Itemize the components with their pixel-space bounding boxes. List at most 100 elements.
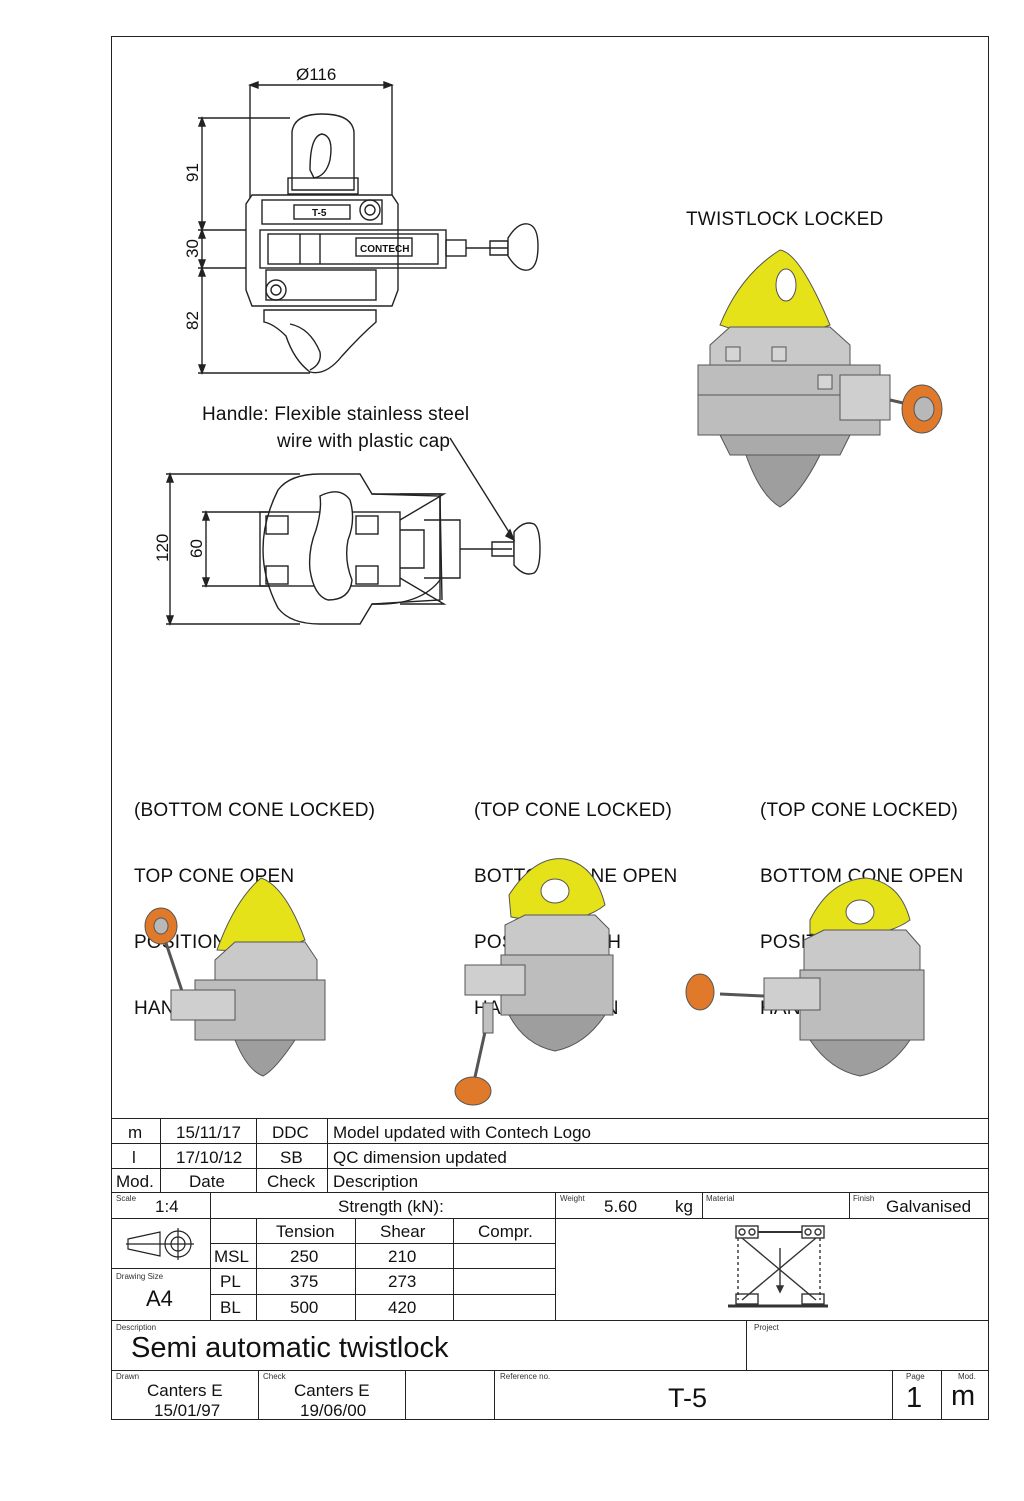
row-msl-shear: 210 — [388, 1247, 417, 1266]
rule — [405, 1370, 406, 1420]
mod-value: m — [951, 1380, 976, 1412]
handle-down-render — [454, 858, 614, 1106]
rev-desc-l: QC dimension updated — [333, 1148, 507, 1167]
row-bl-name: BL — [220, 1298, 241, 1317]
handle-note-line1: Handle: Flexible stainless steel — [202, 404, 470, 425]
rule — [746, 1320, 747, 1370]
front-view-drawing: Ø116 91 30 82 T-5 CONTECH — [183, 65, 539, 375]
rule — [849, 1192, 850, 1218]
rule — [453, 1218, 454, 1320]
rule — [327, 1118, 328, 1192]
rule — [111, 1192, 989, 1193]
rev-header-date: Date — [189, 1172, 225, 1191]
plan-view-drawing: 120 60 — [153, 437, 541, 626]
rule — [210, 1192, 211, 1320]
page-label: Page — [906, 1372, 925, 1381]
rev-date-m: 15/11/17 — [176, 1123, 241, 1142]
rev-mod-l: l — [132, 1148, 136, 1167]
row-pl-name: PL — [220, 1272, 241, 1291]
rule — [256, 1218, 257, 1320]
rule — [210, 1294, 555, 1295]
brand-label: CONTECH — [360, 244, 409, 255]
projection-symbol-icon — [126, 1228, 194, 1260]
scale-value: 1:4 — [155, 1197, 179, 1216]
dim-30: 30 — [183, 239, 202, 258]
rule — [256, 1118, 257, 1192]
weight-value: 5.60 — [604, 1197, 638, 1216]
twistlock-locked-render — [697, 249, 943, 508]
rev-check-l: SB — [280, 1148, 303, 1167]
project-label: Project — [754, 1323, 779, 1332]
mod-label: Mod. — [958, 1372, 976, 1381]
handle-note-line2: wire with plastic cap — [277, 431, 451, 452]
row-pl-tension: 375 — [290, 1272, 319, 1291]
col-compr: Compr. — [478, 1222, 533, 1241]
drawing-sheet — [111, 36, 989, 1420]
rev-header-check: Check — [267, 1172, 316, 1191]
view2-line1: (TOP CONE LOCKED) — [474, 800, 673, 821]
row-msl-tension: 250 — [290, 1247, 319, 1266]
weight-unit: kg — [675, 1197, 693, 1216]
rule — [160, 1118, 161, 1192]
dim-91: 91 — [183, 163, 202, 182]
rule — [111, 1168, 989, 1169]
rule — [111, 1320, 989, 1321]
col-shear: Shear — [380, 1222, 426, 1241]
scale-label: Scale — [116, 1194, 137, 1203]
contech-logo-icon — [728, 1225, 828, 1308]
view1-line2: TOP CONE OPEN — [134, 866, 295, 887]
rule — [941, 1370, 942, 1420]
rev-header-description: Description — [333, 1172, 419, 1191]
rev-header-mod: Mod. — [116, 1172, 154, 1191]
rule — [555, 1192, 556, 1320]
rev-check-m: DDC — [272, 1123, 309, 1142]
page-value: 1 — [906, 1382, 923, 1414]
weight-label: Weight — [560, 1194, 585, 1203]
check-label: Check — [263, 1372, 286, 1381]
check-name: Canters E — [294, 1381, 370, 1400]
view1-line1: (BOTTOM CONE LOCKED) — [134, 800, 376, 821]
drawn-date: 15/01/97 — [154, 1401, 221, 1420]
rule — [258, 1370, 259, 1420]
diameter-label: Ø116 — [296, 65, 336, 84]
dim-120: 120 — [153, 534, 172, 562]
col-tension: Tension — [276, 1222, 335, 1241]
drawing-size-label: Drawing Size — [116, 1272, 164, 1281]
rule — [702, 1192, 703, 1218]
strength-label: Strength (kN): — [338, 1197, 444, 1216]
rev-desc-m: Model updated with Contech Logo — [333, 1123, 592, 1142]
twistlock-locked-title: TWISTLOCK LOCKED — [686, 209, 884, 230]
row-bl-tension: 500 — [290, 1298, 319, 1317]
description-label: Description — [116, 1323, 157, 1332]
handle-up-render — [144, 877, 326, 1077]
rule — [111, 1143, 989, 1144]
drawn-name: Canters E — [147, 1381, 223, 1400]
rule — [210, 1243, 555, 1244]
drawing-size-value: A4 — [146, 1286, 173, 1311]
rule — [111, 1268, 555, 1269]
description-value: Semi automatic twistlock — [131, 1332, 449, 1364]
reference-label: Reference no. — [500, 1372, 551, 1381]
row-msl-name: MSL — [214, 1247, 249, 1266]
part-label: T-5 — [312, 208, 327, 219]
rev-mod-m: m — [128, 1123, 143, 1142]
dim-60: 60 — [187, 539, 206, 558]
reference-value: T-5 — [668, 1383, 708, 1413]
rule — [111, 1118, 989, 1119]
rev-date-l: 17/10/12 — [176, 1148, 243, 1167]
rule — [355, 1218, 356, 1320]
handle-left-render — [685, 877, 925, 1077]
rule — [111, 1218, 989, 1219]
material-label: Material — [706, 1194, 735, 1203]
row-bl-shear: 420 — [388, 1298, 417, 1317]
rule — [494, 1370, 495, 1420]
dim-82: 82 — [183, 311, 202, 330]
finish-label: Finish — [853, 1194, 875, 1203]
drawn-label: Drawn — [116, 1372, 140, 1381]
check-date: 19/06/00 — [300, 1401, 367, 1420]
rule — [111, 1370, 989, 1371]
view3-line1: (TOP CONE LOCKED) — [760, 800, 959, 821]
finish-value: Galvanised — [886, 1197, 972, 1216]
row-pl-shear: 273 — [388, 1272, 417, 1291]
rule — [892, 1370, 893, 1420]
